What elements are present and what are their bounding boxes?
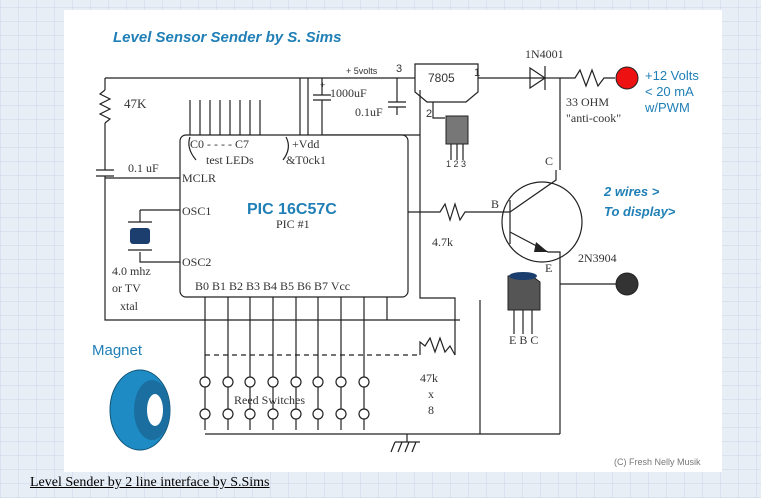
regulator-pins: 1 2 3 [446, 159, 466, 169]
pin-3-label: 3 [396, 63, 402, 75]
power-label-1: +12 Volts [645, 68, 699, 83]
r47k-x8-3: 8 [428, 403, 434, 417]
regulator-package [445, 115, 469, 145]
pic-num: PIC #1 [276, 217, 310, 231]
crystal [130, 228, 150, 244]
diode-label: 1N4001 [525, 47, 564, 61]
resistor-4-7k [408, 201, 510, 223]
label-1000uf: 1000uF [330, 86, 367, 100]
base-label: B [491, 197, 499, 211]
osc1-label: OSC1 [182, 204, 211, 218]
port-labels: B0 B1 B2 B3 B4 B5 B6 B7 Vcc [195, 279, 350, 293]
xtal-label-2: or TV [112, 281, 141, 295]
regulator-7805 [414, 63, 479, 103]
label-0-1uf: 0.1 uF [128, 161, 159, 175]
resistor-47k [98, 89, 112, 124]
wires-label-2: To display> [604, 204, 676, 219]
r33-label: 33 OHM [566, 95, 609, 109]
magnet-label: Magnet [92, 342, 143, 359]
xtal-label-3: xtal [120, 299, 139, 313]
r47k-x8-2: x [428, 387, 434, 401]
wires-label-1: 2 wires > [603, 184, 660, 199]
capacitor-left [96, 169, 114, 177]
r47k-x8-1: 47k [420, 371, 438, 385]
collector-label: C [545, 154, 553, 168]
t0ck-label: &T0ck1 [286, 153, 326, 167]
copyright: (C) Fresh Nelly Musik [614, 457, 701, 467]
output-terminal [615, 272, 639, 296]
pin-1-label: 1 [474, 67, 480, 79]
reed-switches-label: Reed Switches [234, 393, 305, 407]
emitter-label: E [545, 261, 552, 275]
mclr-label: MCLR [182, 171, 216, 185]
pin-2-label: 2 [426, 108, 432, 120]
reed-switch-row-top [199, 376, 370, 388]
pic-name: PIC 16C57C [247, 201, 337, 218]
label-5volts: + 5volts [346, 66, 378, 76]
ground-symbol [390, 434, 420, 453]
label-0-1uf-b: 0.1uF [355, 105, 383, 119]
diagram-title: Level Sensor Sender by S. Sims [113, 29, 341, 46]
power-label-3: w/PWM [644, 100, 690, 115]
power-label-2: < 20 mA [645, 84, 694, 99]
transistor-label: 2N3904 [578, 251, 617, 265]
transistor-package [507, 275, 541, 311]
diode-1n4001 [520, 66, 547, 90]
transistor-2n3904 [501, 181, 583, 263]
vdd-label: +Vdd [292, 137, 319, 151]
anti-cook-label: "anti-cook" [566, 111, 621, 125]
resistor-33-ohm [560, 68, 615, 88]
caption-link[interactable]: Level Sender by 2 line interface by S.Si… [30, 475, 270, 490]
ebc-label: E B C [509, 333, 538, 347]
reed-switch-row-bottom [199, 408, 370, 420]
regulator-label: 7805 [428, 71, 455, 85]
label-47k: 47K [124, 96, 147, 111]
test-leds-label: test LEDs [206, 153, 254, 167]
resistor-47k-x8 [419, 336, 456, 356]
cap-plus: + [320, 80, 325, 90]
r47k-small-label: 4.7k [432, 235, 453, 249]
osc2-label: OSC2 [182, 255, 211, 269]
power-terminal [615, 66, 639, 90]
pic-chip [179, 134, 409, 298]
xtal-label-1: 4.0 mhz [112, 264, 151, 278]
c0-c7-label: C0 - - - - C7 [190, 137, 249, 151]
